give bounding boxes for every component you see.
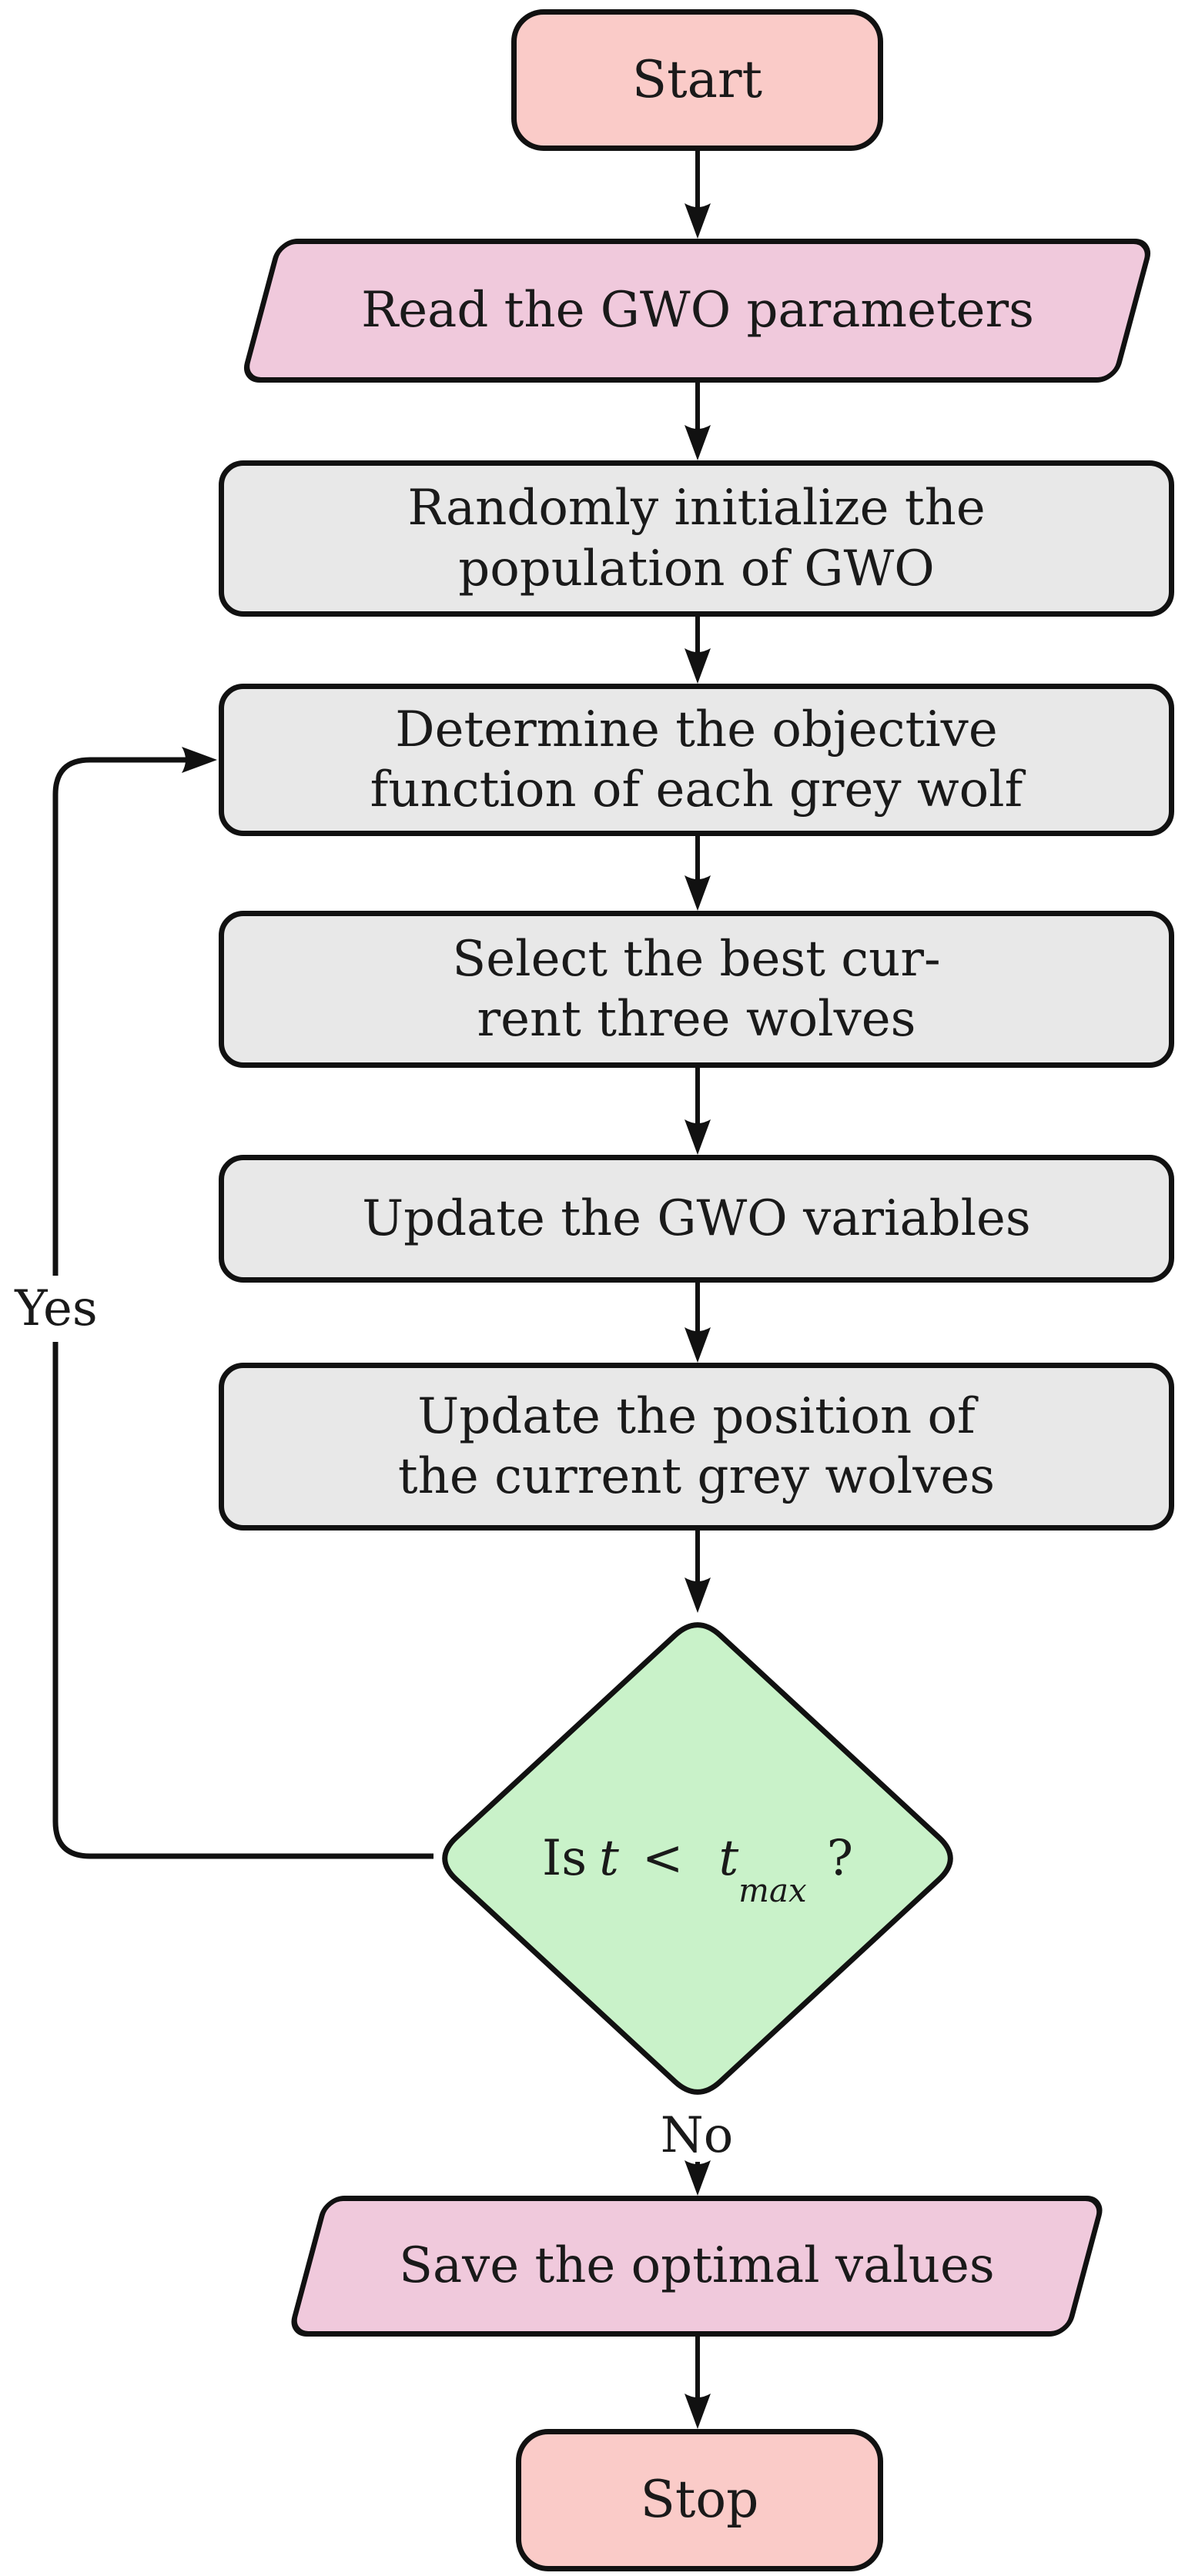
decision-diamond-shape	[442, 1622, 953, 2095]
yes-loop-lower-path	[52, 1342, 433, 1859]
init-population-line2: population of GWO	[458, 540, 935, 597]
arrowhead-yes-loop	[182, 747, 217, 773]
no-edge-label: No	[620, 2107, 774, 2164]
select-best-wolves-line1: Select the best cur-	[452, 930, 941, 988]
save-values-label: Save the optimal values	[399, 2237, 995, 2295]
start-label: Start	[631, 49, 763, 109]
arrowhead-updatevars-to-updatepos	[685, 1327, 711, 1363]
arrowhead-init-to-objective	[685, 648, 711, 684]
start-node: Start	[511, 9, 883, 151]
no-text: No	[660, 2107, 734, 2164]
update-positions-node: Update the position of the current grey …	[219, 1363, 1174, 1531]
arrowhead-objective-to-select	[685, 875, 711, 911]
arrowhead-save-to-stop	[685, 2394, 711, 2429]
save-values-node: Save the optimal values	[286, 2196, 1107, 2337]
read-parameters-node: Read the GWO parameters	[239, 239, 1156, 383]
read-parameters-label: Read the GWO parameters	[360, 282, 1034, 340]
objective-function-node: Determine the objective function of each…	[219, 684, 1174, 836]
stop-label: Stop	[640, 2470, 759, 2530]
yes-loop-upper-path	[52, 757, 192, 1276]
decision-subscript-max: max	[738, 1872, 807, 1909]
less-than-operator: <	[641, 1830, 684, 1887]
arrowhead-updatepos-to-decision	[685, 1577, 711, 1613]
arrowhead-no-to-save	[685, 2160, 711, 2196]
update-positions-line2: the current grey wolves	[397, 1448, 996, 1505]
decision-prefix: Is	[541, 1830, 587, 1887]
select-best-wolves-line2: rent three wolves	[477, 991, 916, 1048]
update-positions-line1: Update the position of	[417, 1387, 976, 1445]
update-variables-label: Update the GWO variables	[362, 1189, 1031, 1247]
decision-var-t: t	[599, 1830, 619, 1887]
stop-node: Stop	[516, 2429, 883, 2571]
yes-edge-label: Yes	[0, 1280, 112, 1338]
update-variables-node: Update the GWO variables	[219, 1155, 1174, 1283]
arrowhead-read-to-init	[685, 425, 711, 460]
init-population-node: Randomly initialize the population of GW…	[219, 460, 1174, 617]
objective-function-line1: Determine the objective	[395, 701, 998, 758]
objective-function-line2: function of each grey wolf	[370, 761, 1023, 818]
decision-var-tmax: t	[718, 1830, 739, 1887]
arrowhead-select-to-updatevars	[685, 1119, 711, 1155]
arrowhead-start-to-read	[685, 203, 711, 239]
yes-text: Yes	[15, 1280, 98, 1337]
init-population-line1: Randomly initialize the	[407, 480, 986, 537]
select-best-wolves-node: Select the best cur- rent three wolves	[219, 911, 1174, 1068]
decision-question-mark: ?	[826, 1830, 854, 1887]
